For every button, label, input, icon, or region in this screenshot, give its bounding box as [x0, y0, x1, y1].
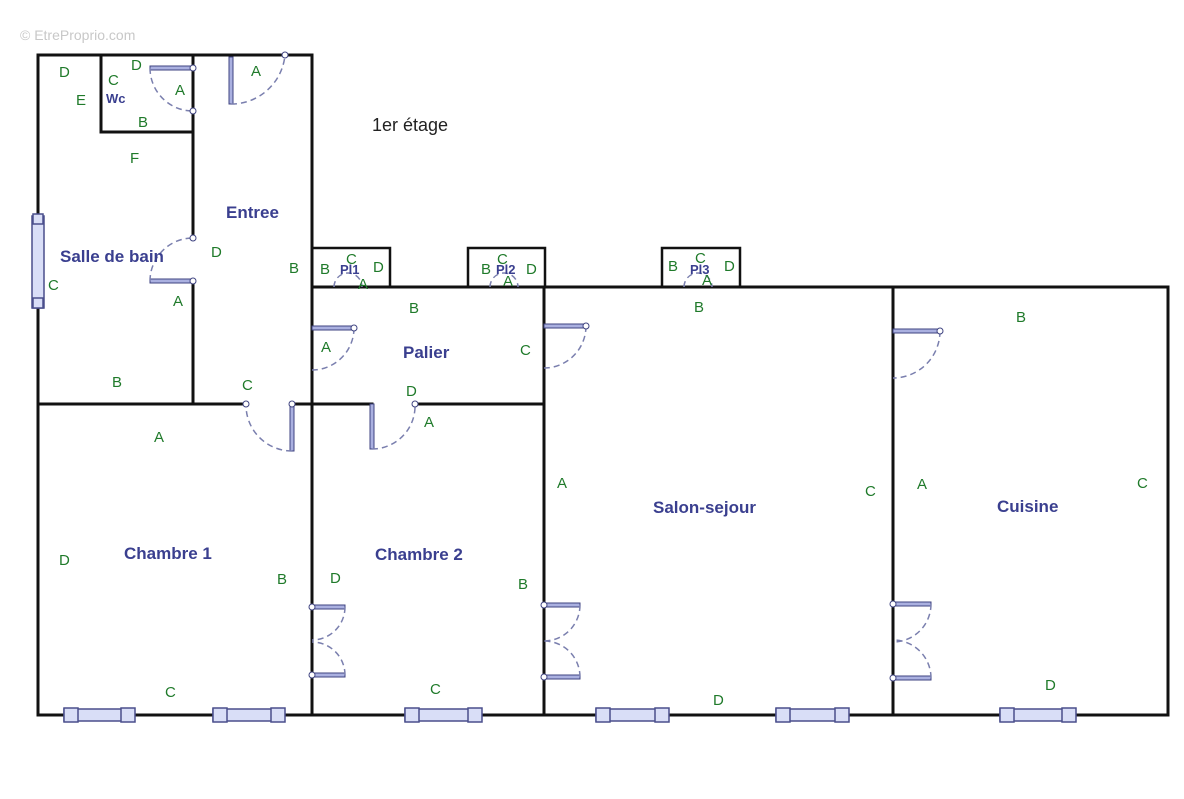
- wall-mark: A: [917, 476, 927, 493]
- wall-mark: E: [76, 92, 86, 109]
- wall-marks: D C D E A B F A D C A B C A B B C D A C …: [48, 57, 1148, 709]
- room-label-wc: Wc: [106, 91, 126, 106]
- windows: [31, 213, 1077, 723]
- wall-mark: C: [430, 681, 441, 698]
- wall-mark: C: [165, 684, 176, 701]
- wall-mark: C: [520, 342, 531, 359]
- wall-mark: B: [1016, 309, 1026, 326]
- wall-mark: D: [724, 258, 735, 275]
- room-label-salon: Salon-sejour: [653, 498, 756, 517]
- wall-mark: C: [242, 377, 253, 394]
- closet-label-pl1: Pl1: [340, 262, 360, 277]
- wall-mark: B: [138, 114, 148, 131]
- wall-mark: D: [1045, 677, 1056, 694]
- wall-mark: C: [1137, 475, 1148, 492]
- wall-mark: B: [320, 261, 330, 278]
- wall-mark: D: [713, 692, 724, 709]
- floor-label: 1er étage: [372, 115, 448, 135]
- wall-mark: D: [59, 64, 70, 81]
- room-label-cuisine: Cuisine: [997, 497, 1058, 516]
- wall-mark: C: [48, 277, 59, 294]
- room-label-salle-de-bain: Salle de bain: [60, 247, 164, 266]
- wall-mark: D: [526, 261, 537, 278]
- room-label-chambre2: Chambre 2: [375, 545, 463, 564]
- wall-mark: A: [321, 339, 331, 356]
- walls: [36, 53, 1170, 717]
- wall-mark: D: [211, 244, 222, 261]
- watermark-text: © EtreProprio.com: [20, 27, 135, 43]
- closet-label-pl2: Pl2: [496, 262, 516, 277]
- wall-mark: A: [173, 293, 183, 310]
- room-labels: Wc Entree Salle de bain Palier Chambre 1…: [60, 91, 1058, 564]
- wall-mark: D: [406, 383, 417, 400]
- wall-mark: A: [358, 276, 368, 293]
- wall-mark: A: [503, 273, 513, 290]
- room-label-chambre1: Chambre 1: [124, 544, 212, 563]
- wall-mark: B: [409, 300, 419, 317]
- wall-mark: A: [251, 63, 261, 80]
- wall-mark: B: [518, 576, 528, 593]
- wall-mark: D: [373, 259, 384, 276]
- wall-mark: C: [346, 251, 357, 268]
- wall-mark: A: [424, 414, 434, 431]
- wall-mark: B: [289, 260, 299, 277]
- wall-mark: B: [694, 299, 704, 316]
- wall-mark: A: [557, 475, 567, 492]
- room-label-palier: Palier: [403, 343, 450, 362]
- doors: [149, 51, 944, 682]
- wall-mark: F: [130, 150, 139, 167]
- wall-mark: C: [497, 251, 508, 268]
- wall-mark: A: [175, 82, 185, 99]
- wall-mark: B: [668, 258, 678, 275]
- room-label-entree: Entree: [226, 203, 279, 222]
- wall-mark: D: [330, 570, 341, 587]
- wall-mark: C: [865, 483, 876, 500]
- wall-mark: C: [108, 72, 119, 89]
- wall-mark: B: [481, 261, 491, 278]
- wall-mark: D: [59, 552, 70, 569]
- wall-mark: A: [702, 272, 712, 289]
- closet-label-pl3: Pl3: [690, 262, 710, 277]
- wall-mark: A: [154, 429, 164, 446]
- wall-mark: C: [695, 250, 706, 267]
- wall-mark: B: [277, 571, 287, 588]
- wall-mark: D: [131, 57, 142, 74]
- wall-mark: B: [112, 374, 122, 391]
